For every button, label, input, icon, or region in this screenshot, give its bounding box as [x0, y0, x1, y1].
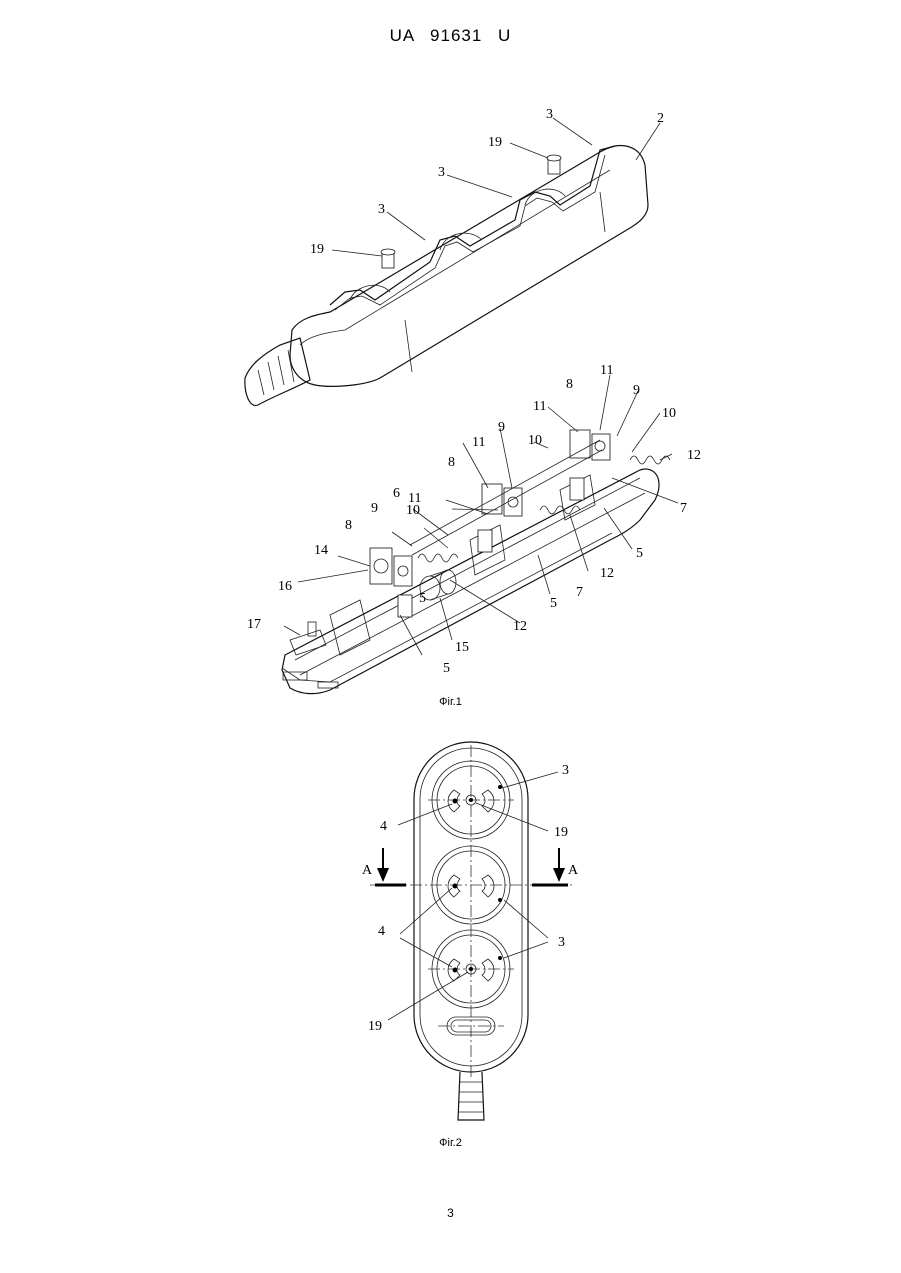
figure2-front-view-drawing [370, 742, 572, 1120]
fig1-label-3c: 3 [378, 202, 385, 217]
fig1-label-7a: 7 [680, 501, 687, 516]
fig1-label-8a: 8 [566, 377, 573, 392]
fig1-label-17: 17 [247, 617, 261, 632]
fig1-label-2: 2 [657, 111, 664, 126]
fig2-label-4b: 4 [378, 924, 385, 939]
fig1-label-5c: 5 [443, 661, 450, 676]
fig1-label-16: 16 [278, 579, 292, 594]
fig1-label-8b: 8 [448, 455, 455, 470]
fig1-label-10b: 10 [528, 433, 542, 448]
fig1-label-12c: 12 [513, 619, 527, 634]
fig1-label-15: 15 [455, 640, 469, 655]
fig1-label-10a: 10 [662, 406, 676, 421]
fig1-label-11c: 11 [472, 435, 485, 450]
fig1-label-9b: 9 [498, 420, 505, 435]
fig1-label-9a: 9 [633, 383, 640, 398]
fig1-label-5d: 5 [419, 591, 426, 606]
fig1-label-10c: 10 [406, 503, 420, 518]
fig2-section-label-right: A [568, 863, 579, 878]
fig2-section-label-left: A [362, 863, 373, 878]
fig1-label-19a: 19 [488, 135, 502, 150]
fig1-label-19b: 19 [310, 242, 324, 257]
fig2-label-3a: 3 [562, 763, 569, 778]
fig1-label-5a: 5 [636, 546, 643, 561]
fig1-label-12b: 12 [600, 566, 614, 581]
figure1-assembled-socket-drawing [245, 118, 660, 405]
fig1-label-14: 14 [314, 543, 328, 558]
figure1-base-mechanism-drawing [282, 375, 678, 694]
fig1-label-5b: 5 [550, 596, 557, 611]
fig2-label-4a: 4 [380, 819, 387, 834]
figure1-caption: Фіг.1 [0, 696, 901, 708]
fig1-label-7b: 7 [576, 585, 583, 600]
fig2-label-3b: 3 [558, 935, 565, 950]
fig2-label-19b: 19 [368, 1019, 382, 1034]
fig1-label-9c: 9 [371, 501, 378, 516]
page-number: 3 [0, 1206, 901, 1220]
fig1-label-8c: 8 [345, 518, 352, 533]
fig1-label-3a: 3 [546, 107, 553, 122]
fig1-label-11b: 11 [600, 363, 613, 378]
fig1-label-3b: 3 [438, 165, 445, 180]
fig2-label-19a: 19 [554, 825, 568, 840]
fig1-label-12a: 12 [687, 448, 701, 463]
fig1-label-11a: 11 [533, 399, 546, 414]
figure2-caption: Фіг.2 [0, 1137, 901, 1149]
fig1-label-6: 6 [393, 486, 400, 501]
